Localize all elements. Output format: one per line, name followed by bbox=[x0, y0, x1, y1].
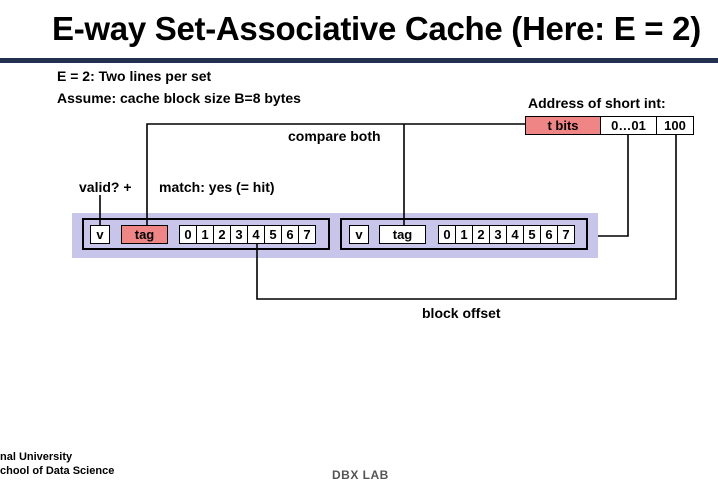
set-index-wire bbox=[598, 135, 629, 237]
title-rule bbox=[0, 58, 718, 63]
school-name: chool of Data Science bbox=[0, 465, 115, 477]
slide-title: E-way Set-Associative Cache (Here: E = 2… bbox=[52, 10, 701, 47]
address-title: Address of short int: bbox=[528, 95, 666, 111]
line1-byte: 4 bbox=[247, 225, 265, 244]
cache-line-1 bbox=[82, 218, 330, 250]
tag-compare-wire bbox=[146, 123, 525, 225]
lab-logo: DBX LAB bbox=[332, 468, 389, 482]
match-label: match: yes (= hit) bbox=[159, 179, 275, 195]
line1-byte: 7 bbox=[298, 225, 316, 244]
block-size-note: Assume: cache block size B=8 bytes bbox=[57, 90, 301, 106]
valid-label: valid? + bbox=[79, 179, 132, 195]
lines-per-set-note: E = 2: Two lines per set bbox=[57, 68, 212, 84]
block-offset-label: block offset bbox=[422, 305, 501, 321]
line1-byte: 5 bbox=[264, 225, 282, 244]
university-name: nal University bbox=[0, 451, 73, 463]
cache-line-2 bbox=[340, 218, 588, 250]
line2-tag: tag bbox=[379, 225, 426, 244]
address-block-offset: 100 bbox=[656, 116, 694, 135]
block-offset-wire bbox=[256, 135, 677, 300]
line2-byte: 7 bbox=[557, 225, 575, 244]
address-set-index: 0…01 bbox=[600, 116, 657, 135]
address-tag-bits: t bits bbox=[525, 116, 601, 135]
line2-valid-bit: v bbox=[349, 225, 369, 244]
line1-tag: tag bbox=[121, 225, 168, 244]
line1-valid-bit: v bbox=[90, 225, 110, 244]
compare-both-label: compare both bbox=[288, 128, 381, 144]
